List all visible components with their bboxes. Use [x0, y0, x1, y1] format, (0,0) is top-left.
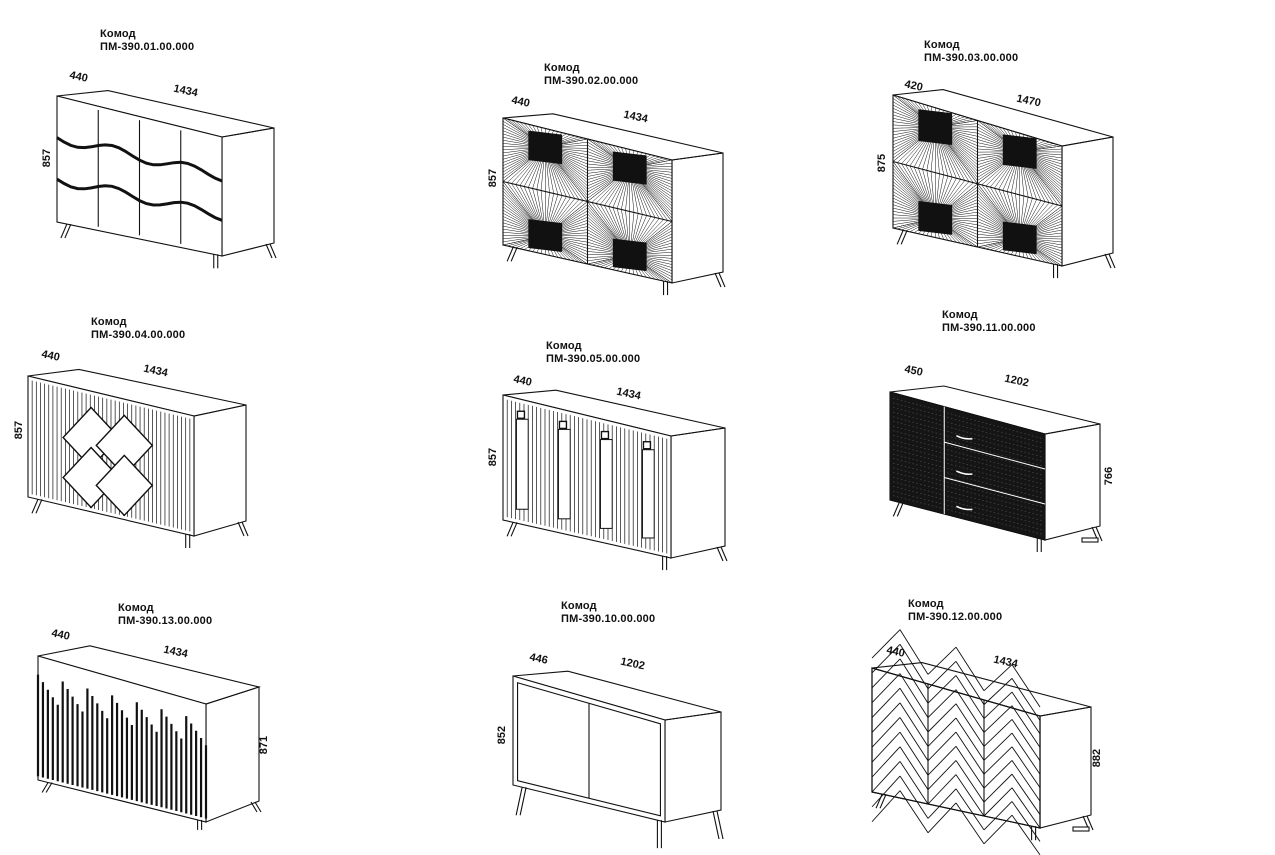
dimension-width: 1434 [172, 83, 199, 100]
dimension-width: 1434 [162, 644, 189, 661]
dimension-height: 852 [496, 726, 508, 744]
item-name: Комод [118, 602, 154, 614]
item-name: Комод [544, 62, 580, 74]
side-panel [671, 152, 724, 284]
legs [892, 502, 1103, 552]
item-name: Комод [91, 316, 127, 328]
side-panel [664, 711, 722, 823]
side-panel [193, 404, 247, 537]
dimension-width: 1202 [619, 656, 645, 673]
facade-pattern [502, 398, 672, 555]
caption-3: Комод ПМ-390.03.00.000 [924, 39, 1018, 65]
facade-pattern [517, 682, 661, 817]
dimension-width: 1470 [1015, 93, 1041, 110]
dimension-depth: 450 [903, 363, 923, 379]
dimension-depth: 446 [528, 651, 548, 667]
chest-drawing-3: 420 1470 875 [876, 78, 1116, 279]
item-code: ПМ-390.04.00.000 [91, 329, 186, 341]
item-name: Комод [908, 598, 944, 610]
caption-8: Комод ПМ-390.10.00.000 [561, 600, 655, 626]
side-panel [1039, 706, 1092, 829]
chest-drawing-4: 440 1434 857 [13, 348, 249, 549]
caption-4: Комод ПМ-390.04.00.000 [91, 316, 185, 342]
chest-drawing-5: 440 1434 857 [487, 373, 728, 571]
caption-5: Комод ПМ-390.05.00.000 [546, 340, 640, 366]
dimension-depth: 420 [903, 78, 923, 94]
dimension-height: 857 [487, 169, 499, 187]
dimension-depth: 440 [510, 94, 530, 110]
legs [60, 223, 277, 269]
dimension-width: 1434 [615, 386, 642, 403]
dimension-width: 1434 [622, 109, 649, 126]
dimension-width: 1434 [142, 363, 169, 380]
chest-drawing-1: 440 1434 857 [41, 69, 277, 269]
item-code: ПМ-390.05.00.000 [546, 353, 641, 365]
item-code: ПМ-390.12.00.000 [908, 611, 1003, 623]
facade-pattern [871, 629, 1041, 855]
side-panel [1061, 136, 1114, 267]
legs [31, 499, 249, 549]
facade-pattern [36, 674, 208, 819]
dimension-depth: 440 [68, 69, 88, 85]
legs [506, 522, 728, 571]
caption-1: Комод ПМ-390.01.00.000 [100, 28, 194, 54]
chest-drawing-7: 440 1434 871 [36, 627, 270, 830]
dimension-height: 871 [258, 736, 270, 754]
dimension-height: 857 [487, 448, 499, 466]
dimension-height: 875 [876, 154, 888, 172]
side-panel [1044, 423, 1101, 541]
legs [41, 782, 262, 830]
dimension-height: 766 [1103, 467, 1115, 485]
item-code: ПМ-390.01.00.000 [100, 41, 195, 53]
item-code: ПМ-390.10.00.000 [561, 613, 656, 625]
side-panel [670, 427, 726, 559]
item-name: Комод [924, 39, 960, 51]
facade-pattern [892, 94, 1063, 267]
side-panel [205, 686, 260, 823]
dimension-height: 857 [13, 421, 25, 439]
chest-drawing-9: 440 1434 882 [871, 629, 1103, 855]
caption-6: Комод ПМ-390.11.00.000 [942, 309, 1036, 335]
facade-pattern [56, 109, 223, 244]
dimension-width: 1202 [1003, 373, 1029, 390]
item-name: Комод [546, 340, 582, 352]
item-code: ПМ-390.02.00.000 [544, 75, 639, 87]
item-code: ПМ-390.13.00.000 [118, 615, 213, 627]
caption-2: Комод ПМ-390.02.00.000 [544, 62, 638, 88]
dimension-depth: 440 [512, 373, 532, 389]
facade-pattern [27, 379, 195, 533]
item-name: Комод [561, 600, 597, 612]
dimension-depth: 440 [885, 644, 905, 660]
caption-9: Комод ПМ-390.12.00.000 [908, 598, 1002, 624]
facade-pattern [502, 117, 673, 284]
item-name: Комод [942, 309, 978, 321]
chest-drawing-2: 440 1434 857 [487, 94, 726, 296]
legs [515, 787, 724, 849]
dimension-height: 882 [1091, 749, 1103, 767]
item-code: ПМ-390.11.00.000 [942, 322, 1036, 334]
dimension-width: 1434 [992, 654, 1019, 671]
facade-pattern [889, 391, 1046, 541]
side-panel [221, 127, 275, 257]
chest-drawing-8: 446 1202 852 [496, 651, 724, 849]
chest-drawing-6: 450 1202 766 [889, 363, 1115, 552]
dimension-height: 857 [41, 149, 53, 167]
caption-7: Комод ПМ-390.13.00.000 [118, 602, 212, 628]
dimension-depth: 440 [50, 627, 70, 643]
legs [506, 247, 726, 296]
legs [896, 230, 1116, 279]
item-code: ПМ-390.03.00.000 [924, 52, 1019, 64]
dimension-depth: 440 [40, 348, 60, 364]
item-name: Комод [100, 28, 136, 40]
